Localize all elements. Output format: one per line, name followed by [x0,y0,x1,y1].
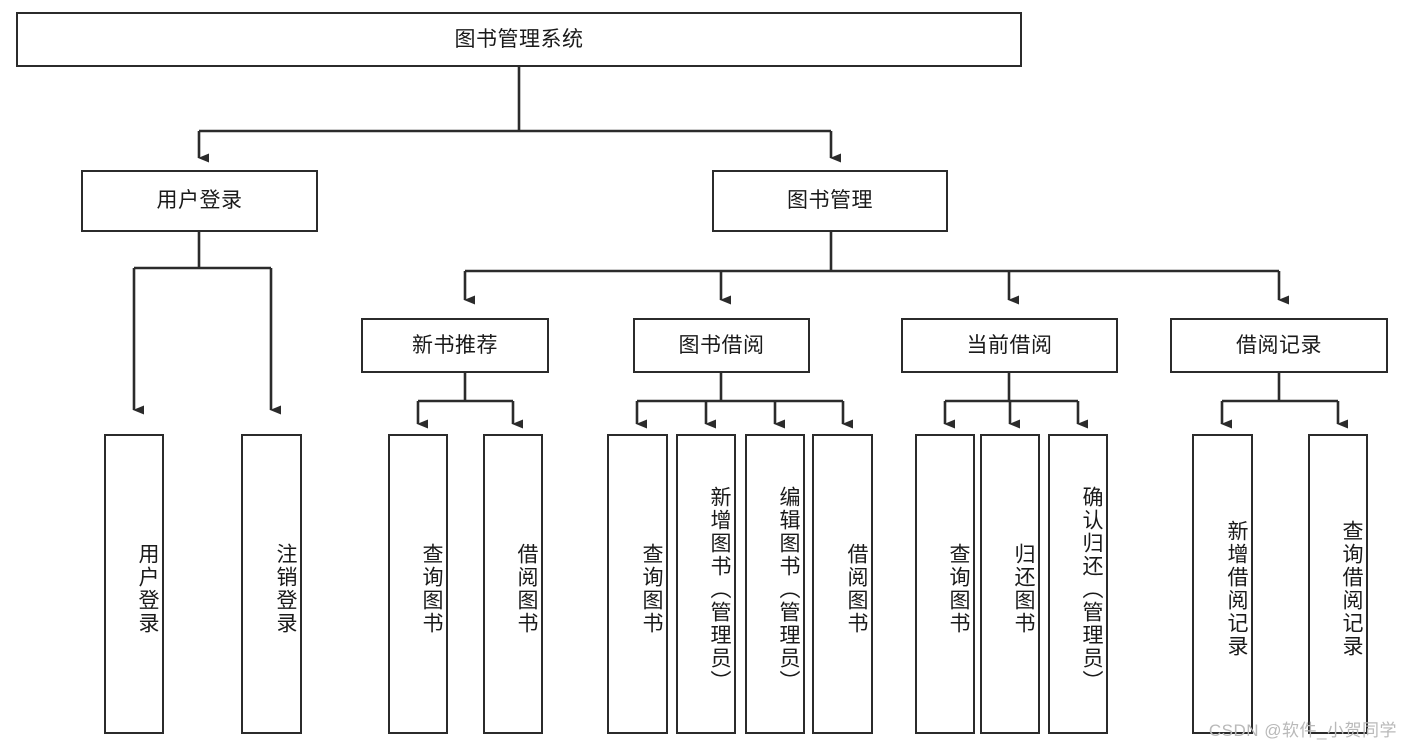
leaf-user-login[interactable]: 用户登录 [104,434,164,734]
node-label: 新增图书（管理员） [708,485,731,693]
leaf-edit-book[interactable]: 编辑图书（管理员） [745,434,805,734]
node-label: 当前借阅 [966,333,1053,357]
leaf-add-book[interactable]: 新增图书（管理员） [676,434,736,734]
node-label: 注销登录 [274,543,297,635]
node-label: 借阅图书 [515,543,538,635]
node-label: 图书借阅 [678,333,765,357]
leaf-query-book-recommend[interactable]: 查询图书 [388,434,448,734]
leaf-query-book-borrow[interactable]: 查询图书 [607,434,668,734]
node-label: 新增借阅记录 [1225,520,1248,658]
node-borrow-record[interactable]: 借阅记录 [1170,318,1388,373]
leaf-add-borrow-record[interactable]: 新增借阅记录 [1192,434,1253,734]
node-label: 借阅记录 [1236,333,1322,357]
leaf-query-borrow-record[interactable]: 查询借阅记录 [1308,434,1368,734]
node-book-management-system[interactable]: 图书管理系统 [16,12,1022,67]
leaf-logout-login[interactable]: 注销登录 [241,434,302,734]
node-label: 新书推荐 [412,333,498,357]
node-current-borrow[interactable]: 当前借阅 [901,318,1118,373]
leaf-borrow-book[interactable]: 借阅图书 [812,434,873,734]
node-label: 查询图书 [947,543,970,635]
node-label: 确认归还（管理员） [1080,485,1103,693]
node-book-management[interactable]: 图书管理 [712,170,948,232]
node-label: 查询图书 [420,543,443,635]
node-label: 查询借阅记录 [1340,520,1363,658]
leaf-query-book-current[interactable]: 查询图书 [915,434,975,734]
leaf-confirm-return[interactable]: 确认归还（管理员） [1048,434,1108,734]
node-label: 归还图书 [1012,543,1035,635]
csdn-watermark: CSDN @软件_小贺同学 [1208,721,1397,740]
node-label: 用户登录 [136,543,159,635]
leaf-return-book[interactable]: 归还图书 [980,434,1040,734]
node-label: 图书管理系统 [454,27,584,51]
node-label: 查询图书 [640,543,663,635]
node-label: 用户登录 [156,189,243,213]
node-label: 借阅图书 [845,543,868,635]
node-label: 编辑图书（管理员） [777,485,800,693]
leaf-borrow-book-recommend[interactable]: 借阅图书 [483,434,543,734]
node-book-borrow[interactable]: 图书借阅 [633,318,810,373]
node-label: 图书管理 [787,189,873,213]
node-user-login[interactable]: 用户登录 [81,170,318,232]
node-new-book-recommend[interactable]: 新书推荐 [361,318,549,373]
